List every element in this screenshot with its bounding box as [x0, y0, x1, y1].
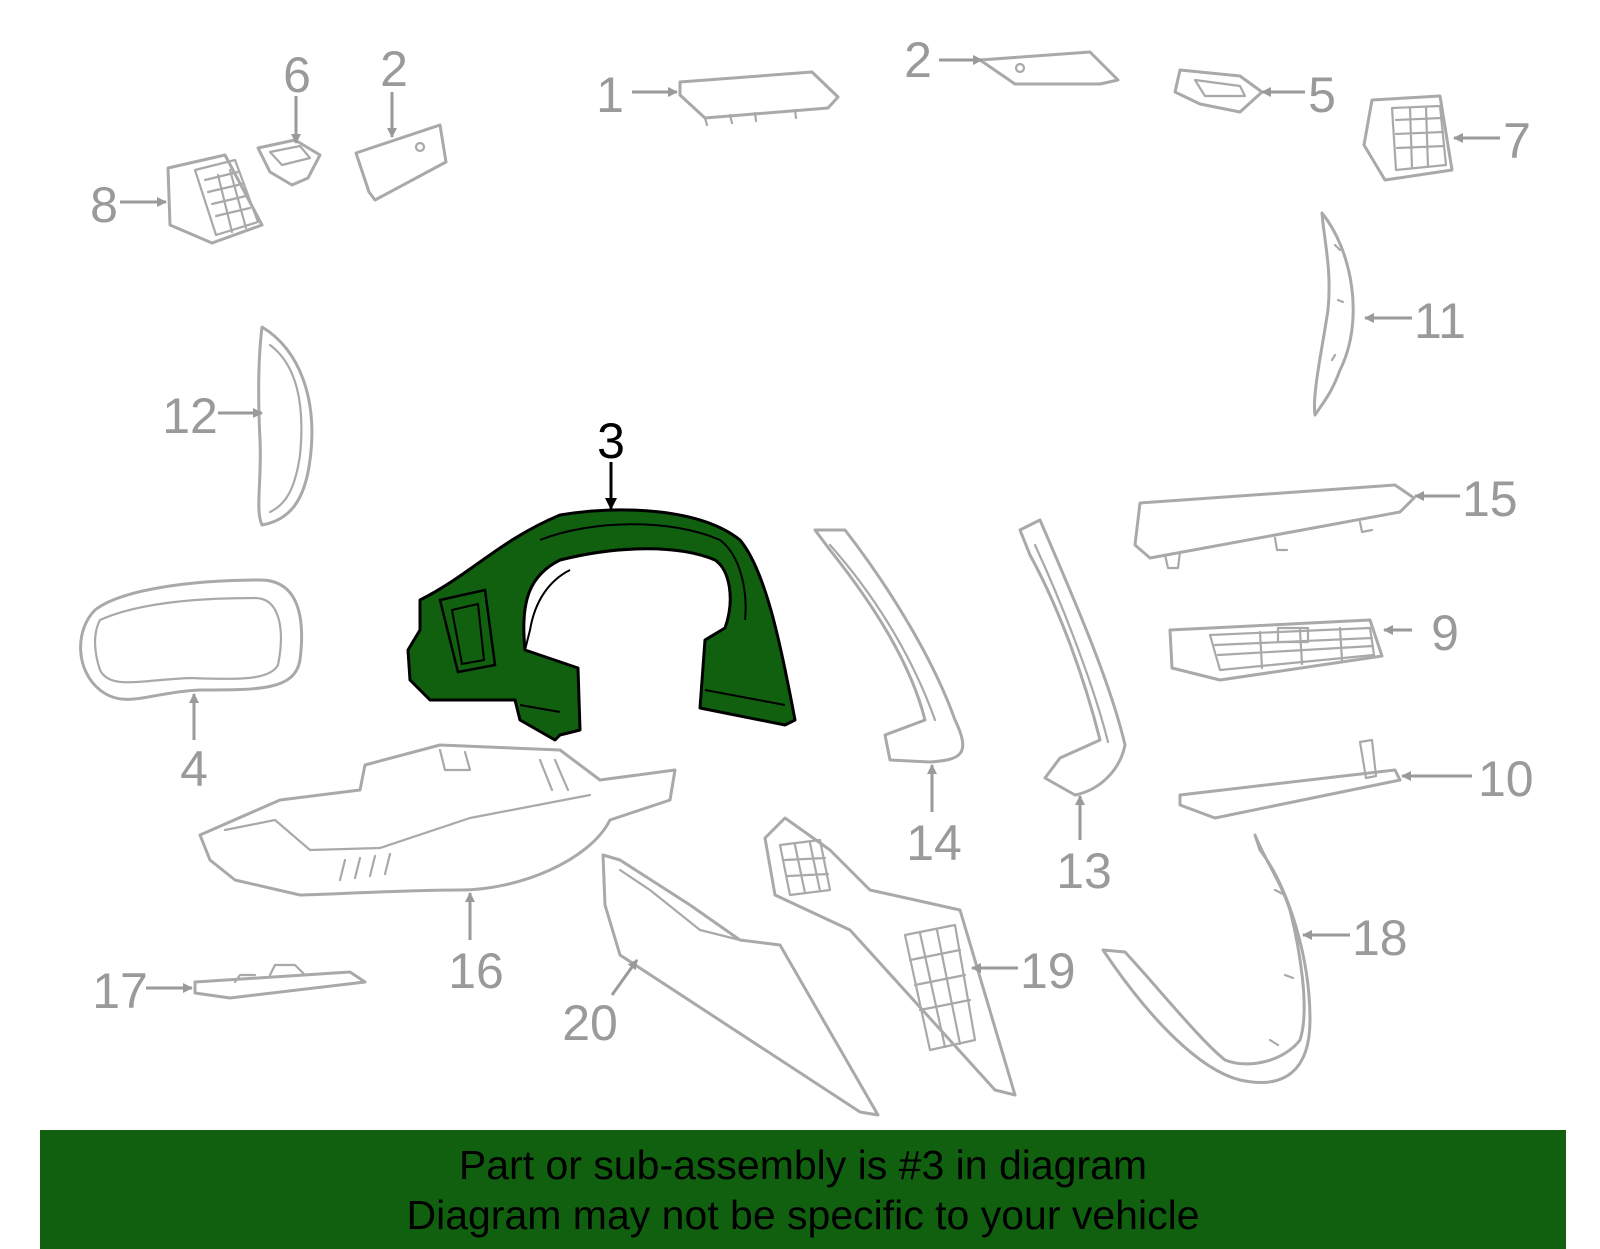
callout-8: 8 [90, 177, 118, 233]
part-9 [1168, 618, 1384, 682]
callout-12: 12 [162, 388, 218, 444]
part-10 [1178, 738, 1402, 820]
callout-19: 19 [1020, 943, 1076, 999]
parts-diagram: 1 2 2 3 4 5 6 7 8 9 10 11 12 13 14 15 16… [79, 32, 1534, 1117]
part-11 [1312, 211, 1355, 417]
callout-17: 17 [92, 963, 148, 1019]
callout-7: 7 [1503, 113, 1531, 169]
part-14 [813, 528, 965, 764]
part-8 [166, 153, 264, 245]
part-1 [678, 70, 840, 127]
callout-9: 9 [1431, 605, 1459, 661]
part-4 [79, 578, 304, 701]
part-2-right [978, 50, 1120, 86]
part-3-highlighted [406, 508, 797, 742]
callout-2-left: 2 [380, 41, 408, 97]
part-17 [193, 963, 367, 1000]
callout-10: 10 [1478, 751, 1534, 807]
callout-15: 15 [1462, 471, 1518, 527]
part-2-left [354, 123, 448, 202]
info-banner: Part or sub-assembly is #3 in diagram Di… [40, 1130, 1566, 1249]
part-5 [1173, 68, 1264, 114]
callout-5: 5 [1308, 67, 1336, 123]
callout-18: 18 [1352, 910, 1408, 966]
callout-1: 1 [596, 67, 624, 123]
part-19 [763, 816, 1017, 1097]
callout-14: 14 [906, 815, 962, 871]
callout-16: 16 [448, 943, 504, 999]
part-16 [198, 743, 677, 897]
part-15 [1133, 483, 1416, 570]
part-20 [601, 853, 880, 1117]
callout-13: 13 [1056, 843, 1112, 899]
callout-6: 6 [283, 47, 311, 103]
callout-leaders [120, 55, 1500, 996]
callout-4: 4 [180, 741, 208, 797]
part-6 [256, 138, 322, 187]
part-12 [257, 325, 314, 527]
callout-11: 11 [1414, 293, 1466, 349]
callout-20: 20 [562, 995, 618, 1051]
callout-2-right: 2 [904, 32, 932, 88]
banner-line-disclaimer: Diagram may not be specific to your vehi… [406, 1191, 1200, 1238]
part-18 [1101, 833, 1312, 1084]
part-7 [1362, 94, 1454, 182]
callout-3: 3 [597, 413, 625, 469]
banner-line-part: Part or sub-assembly is #3 in diagram [458, 1141, 1148, 1188]
part-13 [1018, 518, 1127, 797]
callout-numbers: 1 2 2 3 4 5 6 7 8 9 10 11 12 13 14 15 16… [90, 32, 1534, 1051]
